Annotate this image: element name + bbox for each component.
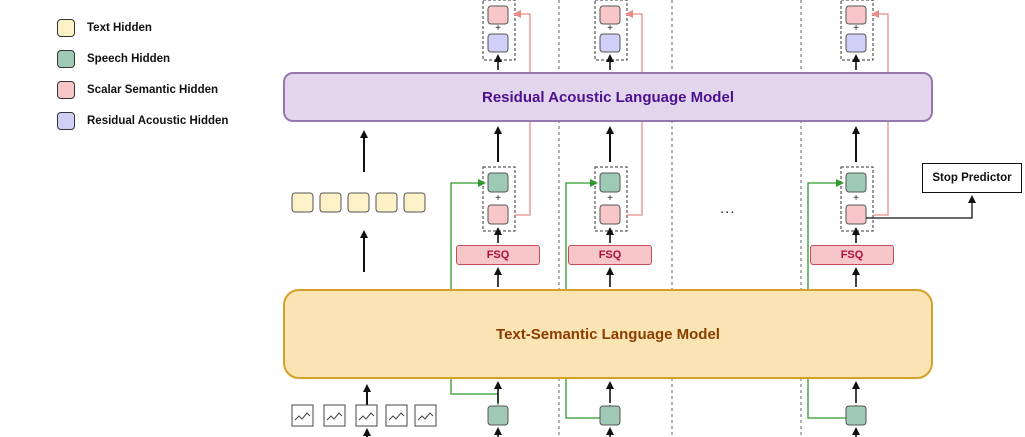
scalar-semantic-token bbox=[599, 204, 621, 225]
residual-acoustic-swatch bbox=[57, 112, 75, 130]
waveform-icon bbox=[326, 412, 343, 421]
residual-acoustic-token bbox=[487, 33, 509, 53]
legend-item-text-hidden: Text Hidden bbox=[57, 18, 152, 38]
stop-predictor-box: Stop Predictor bbox=[922, 163, 1022, 193]
plus-sign: + bbox=[495, 193, 501, 204]
scalar-semantic-token bbox=[845, 5, 867, 25]
speech-input-token bbox=[487, 405, 509, 426]
text-token-icon bbox=[323, 404, 346, 427]
text-hidden-token bbox=[291, 192, 314, 213]
legend-label: Residual Acoustic Hidden bbox=[87, 115, 229, 127]
text-hidden-token bbox=[403, 192, 426, 213]
text-hidden-row bbox=[291, 192, 426, 213]
speech-input-token bbox=[599, 405, 621, 426]
plus-sign: + bbox=[853, 23, 859, 34]
text-hidden-token bbox=[319, 192, 342, 213]
legend-item-residual-acoustic: Residual Acoustic Hidden bbox=[57, 111, 228, 131]
stop-predictor-arrow bbox=[866, 195, 976, 219]
text-hidden-token bbox=[375, 192, 398, 213]
scalar-semantic-token bbox=[845, 204, 867, 225]
speech-hidden-token bbox=[487, 172, 509, 193]
scalar-semantic-token bbox=[487, 5, 509, 25]
scalar-semantic-token bbox=[599, 5, 621, 25]
plus-sign: + bbox=[607, 193, 613, 204]
legend-label: Text Hidden bbox=[87, 22, 152, 34]
waveform-icon bbox=[294, 412, 311, 421]
speech-input-token bbox=[845, 405, 867, 426]
legend-label: Speech Hidden bbox=[87, 53, 171, 65]
text-input-row bbox=[291, 404, 437, 427]
waveform-icon bbox=[388, 412, 405, 421]
waveform-icon bbox=[358, 412, 375, 421]
text-token-icon bbox=[291, 404, 314, 427]
fsq-box: FSQ bbox=[456, 245, 540, 265]
fsq-box: FSQ bbox=[810, 245, 894, 265]
plus-sign: + bbox=[495, 23, 501, 34]
text-token-icon bbox=[385, 404, 408, 427]
residual-acoustic-token bbox=[845, 33, 867, 53]
scalar-semantic-swatch bbox=[57, 81, 75, 99]
plus-sign: + bbox=[607, 23, 613, 34]
text-semantic-language-model: Text-Semantic Language Model bbox=[283, 289, 933, 379]
ellipsis: ... bbox=[720, 200, 736, 217]
text-token-icon bbox=[355, 404, 378, 427]
residual-acoustic-language-model: Residual Acoustic Language Model bbox=[283, 72, 933, 122]
scalar-semantic-token bbox=[487, 204, 509, 225]
legend-item-scalar-semantic: Scalar Semantic Hidden bbox=[57, 80, 218, 100]
speech-column-3 bbox=[807, 0, 976, 437]
text-token-icon bbox=[414, 404, 437, 427]
text-hidden-token bbox=[347, 192, 370, 213]
speech-column-2 bbox=[565, 0, 643, 437]
legend-label: Scalar Semantic Hidden bbox=[87, 84, 219, 96]
speech-hidden-swatch bbox=[57, 50, 75, 68]
waveform-icon bbox=[417, 412, 434, 421]
speech-hidden-token bbox=[845, 172, 867, 193]
plus-sign: + bbox=[853, 193, 859, 204]
text-hidden-swatch bbox=[57, 19, 75, 37]
speech-hidden-token bbox=[599, 172, 621, 193]
fsq-box: FSQ bbox=[568, 245, 652, 265]
legend-item-speech-hidden: Speech Hidden bbox=[57, 49, 170, 69]
residual-acoustic-token bbox=[599, 33, 621, 53]
